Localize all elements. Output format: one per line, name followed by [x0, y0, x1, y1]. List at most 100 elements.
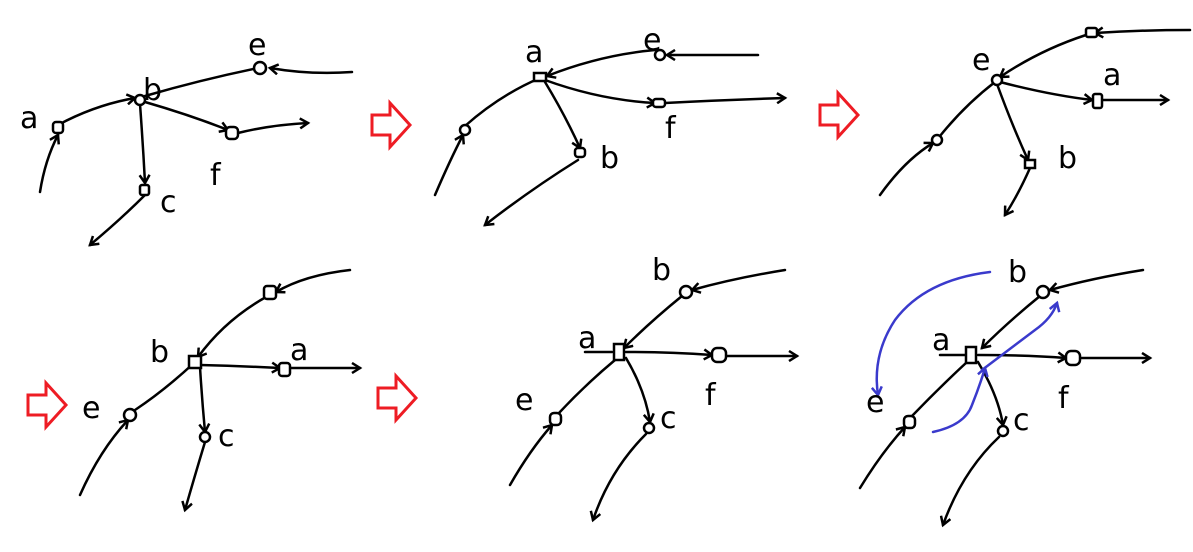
node-e	[122, 407, 138, 423]
label-e: e	[82, 391, 100, 426]
edge-a-b	[543, 80, 580, 148]
edge-a-f	[976, 355, 1066, 358]
node-b	[1035, 284, 1051, 300]
label-f: f	[210, 158, 222, 193]
edge-f-out	[663, 98, 785, 103]
label-b: b	[150, 335, 169, 370]
edge-e-a	[998, 80, 1092, 100]
node-a	[532, 71, 548, 83]
panel-1: a b e f c	[20, 28, 354, 245]
label-b: b	[1008, 255, 1027, 290]
rotation-arrow-to-a	[931, 368, 985, 434]
edge-in-a	[38, 135, 58, 194]
edge-in-e	[508, 425, 552, 487]
edge-left-e	[938, 80, 997, 138]
node-f	[224, 125, 240, 141]
node-c	[996, 424, 1010, 438]
edge-e-a	[556, 358, 617, 416]
edge-a-b	[56, 98, 135, 127]
panel-5: b a e f c	[508, 253, 797, 520]
node-c	[642, 421, 656, 435]
edge-b-a	[624, 294, 684, 348]
node-a	[964, 345, 978, 365]
node-b	[187, 354, 203, 370]
label-a: a	[932, 323, 950, 358]
edge-in-b	[1050, 268, 1145, 290]
transition-arrow-2	[818, 89, 861, 141]
transition-arrow-4	[376, 372, 419, 424]
edge-in-e	[270, 68, 354, 73]
edge-c-out	[90, 193, 147, 245]
node-a	[51, 120, 65, 135]
node-e	[653, 48, 667, 62]
edge-in-top	[276, 268, 352, 292]
edge-in-b	[692, 268, 787, 290]
label-c: c	[1013, 403, 1030, 438]
label-f: f	[665, 111, 677, 146]
label-a: a	[578, 321, 596, 356]
label-e: e	[972, 43, 990, 78]
node-b	[133, 93, 147, 107]
label-c: c	[660, 401, 677, 436]
label-e: e	[866, 385, 884, 420]
node-b	[573, 146, 587, 159]
edge-b-a	[198, 365, 280, 368]
edge-e-a	[910, 360, 969, 418]
edge-top-e	[1000, 33, 1088, 77]
rotation-arrow-a-to-b	[980, 303, 1057, 372]
node-left	[930, 133, 944, 147]
node-top	[262, 284, 278, 301]
edge-c-out	[185, 440, 207, 510]
edge-top-b	[198, 295, 268, 357]
label-b: b	[600, 141, 619, 176]
edge-b-out	[1005, 166, 1032, 215]
node-f	[710, 346, 728, 364]
label-e: e	[248, 28, 266, 63]
transition-arrow-1	[370, 99, 413, 151]
edge-in-top	[1095, 30, 1192, 33]
edge-c-out	[943, 435, 1001, 525]
label-a: a	[20, 101, 38, 136]
label-b: b	[652, 253, 671, 288]
panel-2: a e f b	[433, 23, 785, 225]
edge-b-out	[485, 158, 580, 225]
edge-b-c	[200, 365, 205, 432]
edge-a-f	[624, 352, 712, 355]
label-c: c	[160, 185, 177, 220]
node-a	[612, 342, 626, 362]
label-e: e	[643, 23, 661, 58]
node-c	[198, 430, 212, 444]
node-e	[548, 411, 563, 427]
node-e	[902, 414, 917, 430]
label-f: f	[1058, 381, 1070, 416]
label-a: a	[290, 333, 308, 368]
label-a: a	[1103, 58, 1121, 93]
node-f	[651, 97, 667, 109]
edge-b-a	[982, 294, 1042, 348]
edge-a-c	[624, 356, 650, 422]
label-f: f	[705, 378, 717, 413]
node-e	[990, 73, 1004, 87]
node-f	[1064, 349, 1082, 367]
label-a: a	[525, 35, 543, 70]
edge-in-left	[878, 143, 933, 197]
node-c	[138, 183, 151, 197]
edge-a-f	[543, 78, 655, 103]
node-b	[1023, 158, 1037, 170]
rotation-arrow-b-to-e	[877, 270, 992, 395]
panel-4: b a e c	[78, 268, 360, 510]
edge-e-a	[547, 48, 657, 76]
node-top	[1084, 26, 1099, 39]
node-b	[678, 284, 694, 300]
edge-in-e	[78, 420, 128, 497]
label-b: b	[143, 73, 162, 108]
edge-e-b	[143, 66, 260, 98]
edge-a-c	[976, 360, 1003, 425]
panel-3: e a b	[878, 26, 1192, 215]
label-b: b	[1058, 141, 1077, 176]
edge-f-out	[236, 123, 308, 135]
edge-in-node	[433, 135, 463, 197]
label-e: e	[515, 383, 533, 418]
edge-b-f	[143, 100, 228, 130]
